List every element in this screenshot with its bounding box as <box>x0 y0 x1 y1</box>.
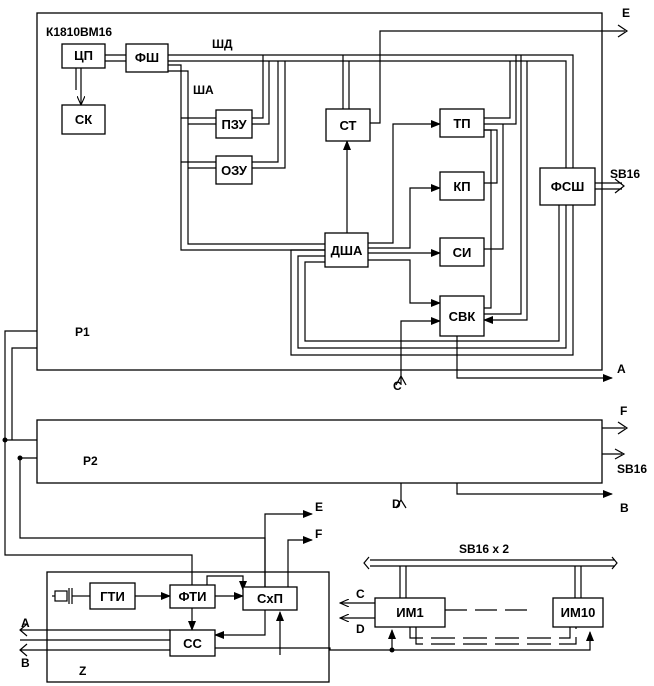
c-label-im: C <box>356 587 365 601</box>
b-label-p2: B <box>620 501 629 515</box>
e-label-z: E <box>315 500 323 514</box>
block-im10: ИМ10 <box>552 597 604 628</box>
junction-dot <box>2 437 8 443</box>
e-label-top: E <box>622 6 630 20</box>
p1-frame <box>36 12 603 371</box>
block-st: СТ <box>325 108 371 142</box>
address-bus-label: ША <box>193 83 214 97</box>
block-kp: КП <box>439 171 485 201</box>
block-label: ОЗУ <box>221 163 248 178</box>
block-label: ФСШ <box>551 179 585 194</box>
junction-dot <box>17 455 23 461</box>
block-dsha: ДША <box>324 232 369 268</box>
data-bus-label: ШД <box>212 37 233 51</box>
sb16x2-label: SB16 x 2 <box>459 542 509 556</box>
block-fti: ФТИ <box>169 584 216 609</box>
bus-ends <box>19 24 629 657</box>
block-ozu: ОЗУ <box>215 155 253 185</box>
block-label: СхП <box>257 591 283 606</box>
sb16-label-p2: SB16 <box>617 462 647 476</box>
a-label-z: A <box>21 616 30 630</box>
f-label-z: F <box>315 527 322 541</box>
block-shp: СхП <box>242 586 298 611</box>
block-tp: ТП <box>439 108 485 138</box>
d-label-im: D <box>356 622 365 636</box>
block-cp: ЦП <box>61 43 106 69</box>
block-label: СТ <box>339 118 356 133</box>
a-label-p1: A <box>617 362 626 376</box>
z-label: Z <box>79 664 86 678</box>
block-label: ФТИ <box>179 589 207 604</box>
wires <box>4 30 625 655</box>
block-svk: СВК <box>439 295 485 337</box>
sb16-label: SB16 <box>610 167 640 181</box>
block-label: ТП <box>453 116 470 131</box>
p1-label: Р1 <box>75 325 90 339</box>
block-label: ЦП <box>74 48 93 63</box>
c-label-p1: C <box>393 379 402 393</box>
block-fsh: ФШ <box>125 43 169 73</box>
block-sk: СК <box>61 104 106 135</box>
block-label: СВК <box>449 309 476 324</box>
junction-dot <box>389 647 395 653</box>
block-fssh: ФСШ <box>539 167 596 206</box>
block-gti: ГТИ <box>89 582 136 610</box>
z-frame <box>46 571 330 683</box>
block-label: СК <box>75 112 92 127</box>
p2-frame <box>36 419 603 484</box>
block-label: ГТИ <box>100 589 125 604</box>
block-label: КП <box>453 179 470 194</box>
crystal-oscillator-icon <box>52 588 76 604</box>
d-label-p2: D <box>392 497 401 511</box>
block-label: СС <box>183 636 202 651</box>
f-label-p2: F <box>620 404 627 418</box>
block-cc: СС <box>169 629 216 657</box>
block-si: СИ <box>439 237 485 267</box>
p2-label: Р2 <box>83 454 98 468</box>
block-label: ИМ10 <box>561 605 596 620</box>
block-im1: ИМ1 <box>374 597 446 628</box>
block-label: СИ <box>453 245 472 260</box>
block-label: ДША <box>331 243 363 258</box>
cpu-model-label: К1810ВМ16 <box>46 25 112 39</box>
block-label: ИМ1 <box>396 605 423 620</box>
block-pzu: ПЗУ <box>215 109 253 139</box>
block-label: ПЗУ <box>221 117 247 132</box>
block-label: ФШ <box>135 50 159 65</box>
b-label-z: B <box>21 656 30 670</box>
